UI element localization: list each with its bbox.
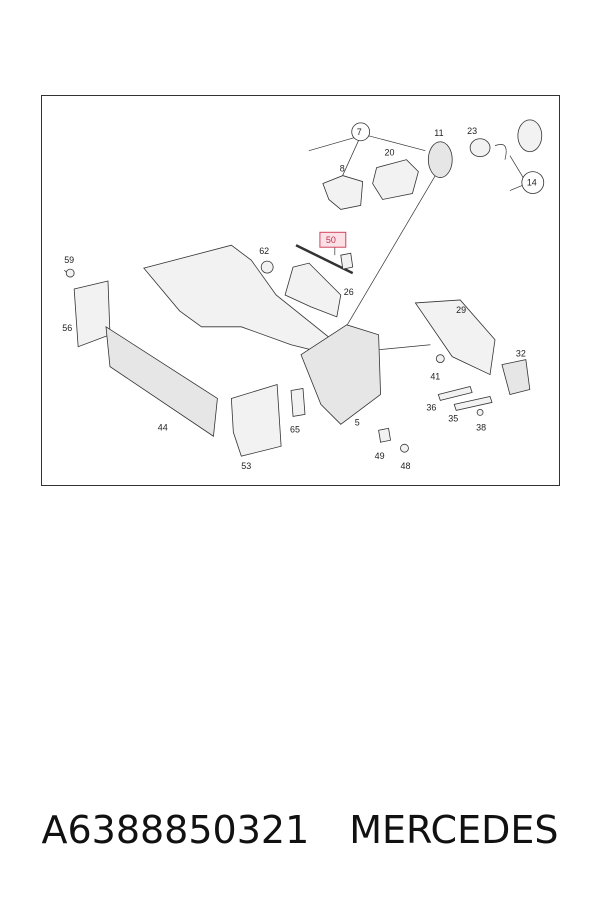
bumper-exploded-view: 7 8 11 14 20 23 26 29 32 35 36 38 41 44 … <box>62 119 545 471</box>
part-label-23: 23 <box>467 126 477 136</box>
bumper-corner-part <box>300 324 381 425</box>
callout-circle-7 <box>351 122 371 142</box>
part-label-59: 59 <box>64 255 74 265</box>
clip-part <box>494 144 507 160</box>
part-label-62: 62 <box>259 246 269 256</box>
reinforcement-part <box>105 326 218 437</box>
bolt-part <box>435 354 445 364</box>
rivet-part <box>476 408 484 416</box>
highlight-box-50[interactable] <box>319 231 347 248</box>
part-label-50: 50 <box>326 235 336 245</box>
part-label-20: 20 <box>385 148 395 158</box>
nut-part <box>260 260 274 274</box>
screw-part <box>65 268 75 278</box>
part-label-53: 53 <box>241 461 251 471</box>
strip-bracket-part <box>453 395 493 411</box>
cap-part <box>517 119 543 153</box>
part-label-14: 14 <box>527 178 537 188</box>
lower-panel-part <box>230 383 282 457</box>
plate-part <box>437 386 473 401</box>
caption: A6388850321 MERCEDES <box>0 800 600 860</box>
screw-small-part <box>400 443 409 453</box>
bracket-part <box>284 262 342 318</box>
part-label-38: 38 <box>476 422 486 432</box>
foam-part <box>290 388 306 417</box>
sensor-holder-part <box>322 175 364 210</box>
clip-small-part <box>340 252 354 270</box>
part-label-11: 11 <box>434 128 443 138</box>
part-label-35: 35 <box>448 413 458 423</box>
part-label-8: 8 <box>340 164 345 174</box>
part-number: A6388850321 <box>41 808 310 852</box>
part-label-29: 29 <box>456 305 466 315</box>
part-label-36: 36 <box>426 402 436 412</box>
sensor-part <box>372 159 419 200</box>
part-label-5: 5 <box>355 417 360 427</box>
left-bracket-part <box>73 280 111 348</box>
leader-lines <box>63 135 528 353</box>
end-cap-part <box>501 359 531 395</box>
ring-part <box>469 138 491 158</box>
brand-name: MERCEDES <box>349 808 559 852</box>
part-label-48: 48 <box>400 461 410 471</box>
part-label-41: 41 <box>430 372 440 382</box>
side-bracket-part <box>414 299 496 376</box>
part-label-65: 65 <box>290 424 300 434</box>
part-label-56: 56 <box>62 323 72 333</box>
parts-diagram: 7 8 11 14 20 23 26 29 32 35 36 38 41 44 … <box>41 95 560 486</box>
part-label-49: 49 <box>375 451 385 461</box>
part-label-7: 7 <box>357 127 362 137</box>
callout-circle-14 <box>521 171 545 194</box>
sensor-ring-part <box>427 141 453 178</box>
part-label-26: 26 <box>344 287 354 297</box>
part-label-44: 44 <box>158 422 168 432</box>
clip-nut-part <box>378 427 391 443</box>
part-label-32: 32 <box>516 349 526 359</box>
